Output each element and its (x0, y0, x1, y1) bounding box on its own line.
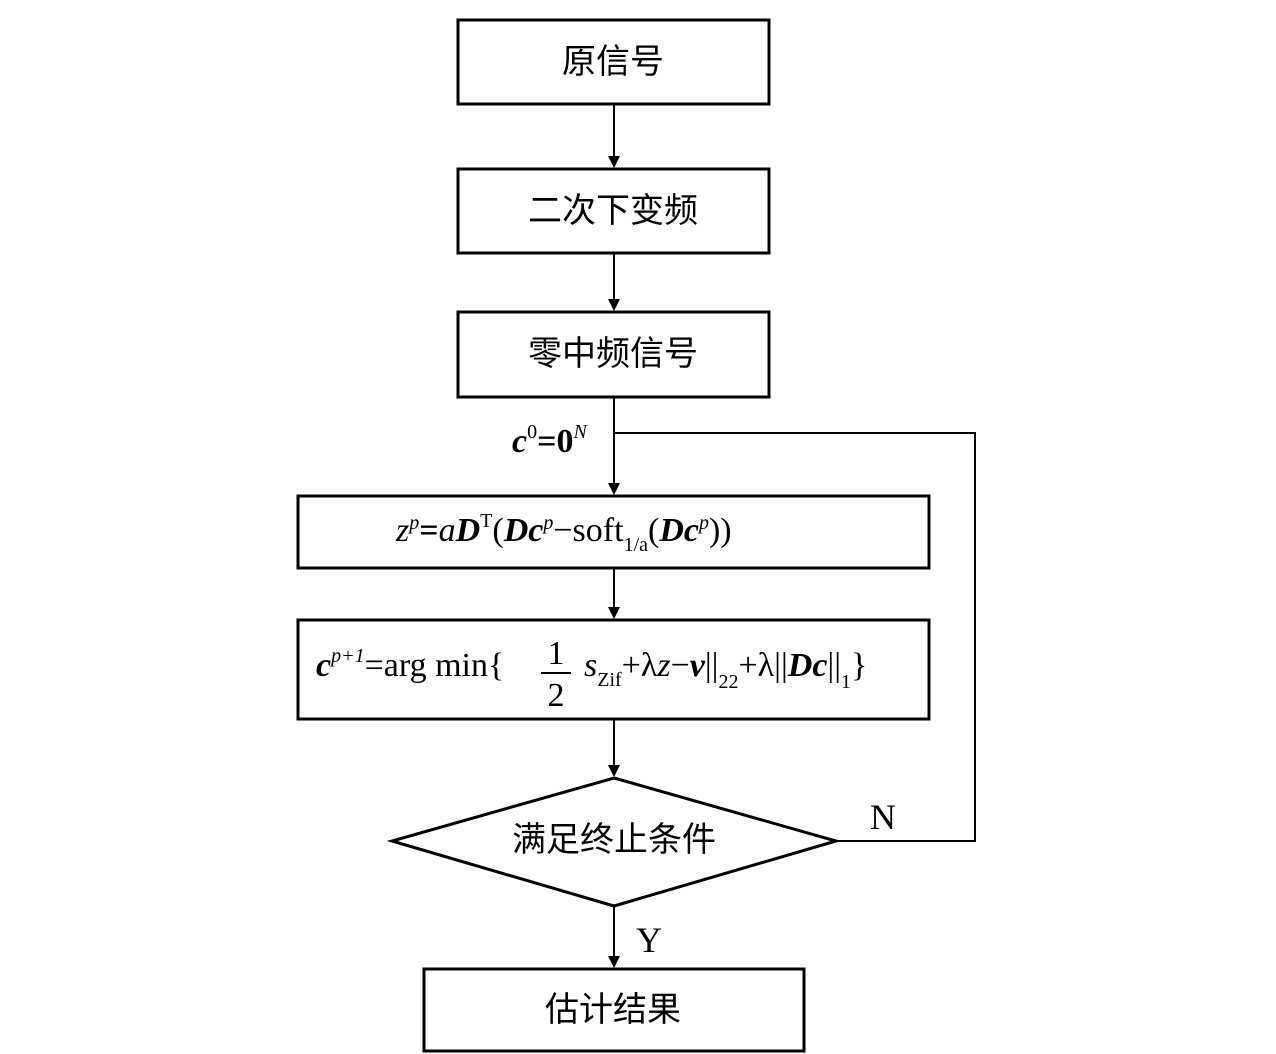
label-downconversion: 二次下变频 (528, 191, 698, 231)
decision-diamond (386, 776, 842, 908)
label-zero-if-signal: 零中频信号 (528, 334, 698, 374)
formula-update-c: cp+1=arg min{ 1 2 sZif+λz−v||22+λ||Dc||1… (316, 635, 867, 714)
svg-text:cp+1=arg min{: cp+1=arg min{ (316, 645, 504, 684)
box-result (422, 967, 806, 1053)
label-condition: 满足终止条件 (512, 820, 716, 860)
fraction-denominator: 2 (548, 677, 565, 714)
init-label: c0=0N (512, 421, 588, 460)
box-zero-if-signal (456, 310, 771, 399)
label-original-signal: 原信号 (562, 42, 664, 82)
feedback-loop-no (614, 432, 976, 842)
label-yes: Y (636, 920, 662, 960)
box-original-signal (456, 18, 771, 106)
box-update-z (296, 494, 931, 570)
formula-update-z: zp=aDT(Dcp−soft1/a(Dcp)) (395, 510, 732, 556)
box-update-c (296, 618, 931, 721)
fraction-numerator: 1 (548, 635, 565, 672)
label-result: 估计结果 (545, 990, 681, 1030)
svg-text:sZif+λz−v||22+λ||Dc||1}: sZif+λz−v||22+λ||Dc||1} (584, 647, 867, 693)
label-no: N (870, 797, 896, 837)
box-downconversion (456, 167, 771, 255)
